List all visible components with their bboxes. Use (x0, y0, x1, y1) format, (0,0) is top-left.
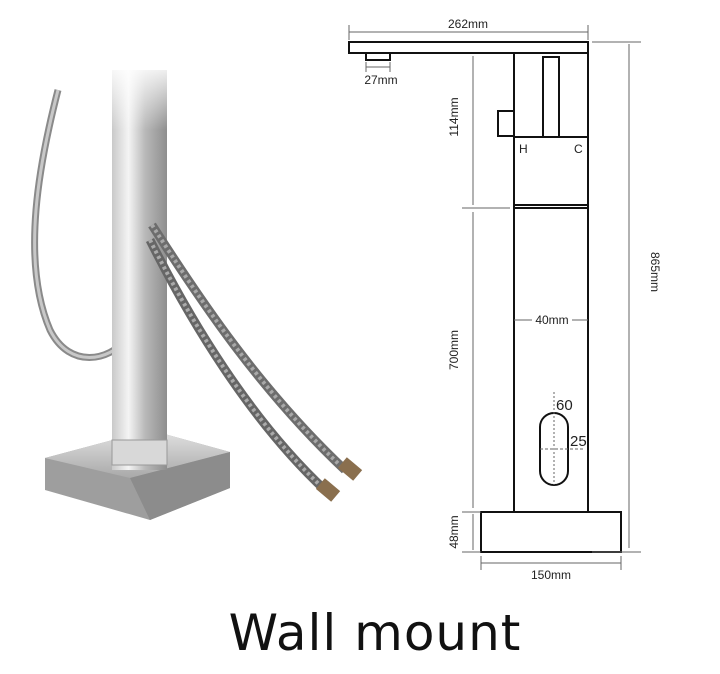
pole (112, 70, 167, 470)
dimension-lines (348, 25, 641, 570)
dim-base-height: 48mm (447, 515, 461, 548)
dim-handle-height: 114mm (447, 97, 461, 136)
dim-slot-width: 25 (570, 433, 587, 450)
dim-column-height: 700mm (447, 330, 461, 370)
dim-base-width: 150mm (531, 568, 571, 582)
dim-spout-length: 262mm (448, 17, 488, 31)
product-photo (31, 60, 363, 520)
dim-slot-height: 60 (556, 397, 573, 414)
dim-nozzle-width: 27mm (364, 73, 397, 87)
caption-title: Wall mount (228, 604, 522, 662)
supply-hose (148, 222, 349, 474)
label-cold: C (574, 142, 583, 156)
dim-column-width: 40mm (535, 313, 568, 327)
label-hot: H (519, 142, 528, 156)
technical-drawing (348, 41, 622, 553)
dim-total-height: 865mm (648, 252, 662, 292)
